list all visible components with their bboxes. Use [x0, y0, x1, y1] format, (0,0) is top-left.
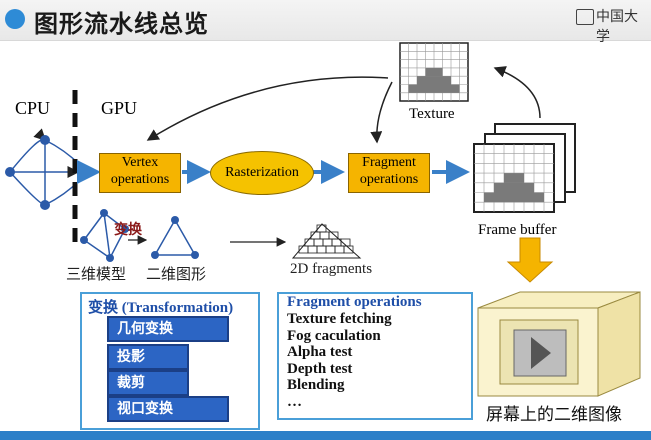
header-bar — [0, 0, 651, 41]
vertex-line1: Vertex — [121, 155, 159, 170]
logo-text: 中国大学 — [596, 9, 638, 45]
step-clipping: 裁剪 — [107, 370, 189, 396]
model-2d-label: 二维图形 — [146, 265, 207, 283]
bottom-bar — [0, 431, 651, 440]
rasterization-ellipse: Rasterization — [210, 151, 314, 195]
fragment-line2: operations — [359, 172, 419, 187]
gpu-label: GPU — [101, 98, 138, 118]
step-projection: 投影 — [107, 344, 189, 370]
fragments-2d-icon — [291, 223, 362, 259]
step-geometry-transform: 几何变换 — [107, 316, 229, 342]
frame-buffer-label: Frame buffer — [478, 222, 557, 238]
fragment-op-item: Blending — [287, 377, 345, 393]
model-3d-label: 三维模型 — [66, 265, 127, 283]
fragment-op-item: Fog caculation — [287, 327, 381, 344]
fragment-op-item: Texture fetching — [287, 311, 392, 327]
fragment-ops-list: Texture fetching Fog caculation Alpha te… — [287, 311, 392, 410]
page-title: 图形流水线总览 — [34, 10, 209, 38]
fragment-op-item: Depth test — [287, 360, 353, 377]
texture-grid-icon — [399, 42, 469, 102]
fragment-ops-panel — [277, 292, 473, 420]
transform-label: 变换 — [114, 222, 142, 238]
logo-icon — [576, 9, 594, 25]
step-viewport-transform: 视口变换 — [107, 396, 229, 422]
vertex-line2: operations — [110, 172, 170, 187]
bullet-icon — [5, 9, 25, 29]
fragment-ops-title: Fragment operations — [287, 294, 422, 310]
transformation-title: 变换 (Transformation) — [88, 300, 234, 316]
fragment-op-item: … — [287, 393, 302, 410]
cpu-label: CPU — [15, 98, 51, 118]
down-arrow-icon — [506, 237, 554, 283]
model-2d-icon — [153, 218, 197, 256]
fragment-operations-box: Fragment operations — [348, 153, 430, 193]
fragment-op-item: Alpha test — [287, 344, 353, 360]
screen-icon — [477, 291, 641, 397]
texture-label: Texture — [409, 106, 455, 122]
cpu-graph-icon — [9, 128, 81, 206]
screen-label: 屏幕上的二维图像 — [486, 405, 622, 425]
fragment-line1: Fragment — [362, 155, 416, 170]
fragments-2d-label: 2D fragments — [290, 261, 373, 277]
frame-buffer-icon — [473, 123, 576, 213]
vertex-operations-box: Vertex operations — [99, 153, 181, 193]
